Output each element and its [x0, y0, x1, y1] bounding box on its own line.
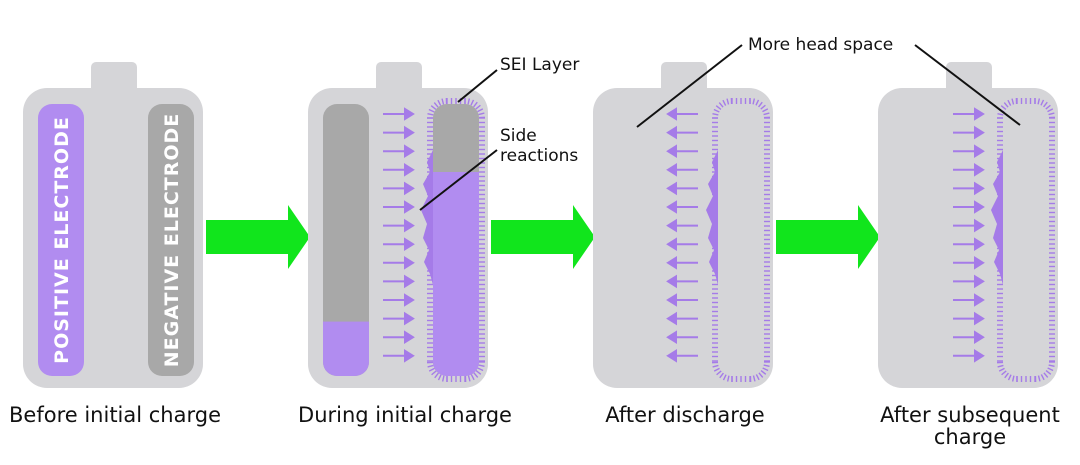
positive-electrode-label: POSITIVE ELECTRODE — [51, 116, 73, 364]
stage2-caption: During initial charge — [290, 404, 520, 426]
stage3-cell — [593, 62, 773, 388]
side-reactions-line2: reactions — [500, 146, 578, 166]
negative-electrode-body — [433, 104, 479, 376]
stage1-caption: Before initial charge — [0, 404, 230, 426]
stage4-cell — [878, 62, 1058, 388]
side-reactions-callout: Side reactions — [500, 126, 578, 166]
negative-electrode-label: NEGATIVE ELECTRODE — [161, 113, 183, 368]
positive-electrode — [323, 104, 369, 376]
positive-electrode-lithium-fill — [323, 322, 369, 376]
negative-electrode-lithium-fill — [433, 172, 479, 376]
stage4-caption-line1: After subsequent — [855, 404, 1080, 426]
stage3-caption: After discharge — [570, 404, 800, 426]
right-arrow-icon — [491, 205, 595, 269]
stage4-caption-line2: charge — [855, 426, 1080, 448]
right-arrow-icon — [776, 205, 880, 269]
stage1-cell: POSITIVE ELECTRODE NEGATIVE ELECTRODE — [23, 62, 203, 388]
sei-layer-callout: SEI Layer — [500, 55, 579, 75]
head-space-callout: More head space — [748, 35, 893, 55]
stage2-cell — [308, 62, 488, 388]
side-reactions-line1: Side — [500, 126, 578, 146]
positive-electrode-body — [323, 104, 369, 376]
stage4-caption: After subsequent charge — [855, 404, 1080, 448]
right-arrow-icon — [206, 205, 310, 269]
